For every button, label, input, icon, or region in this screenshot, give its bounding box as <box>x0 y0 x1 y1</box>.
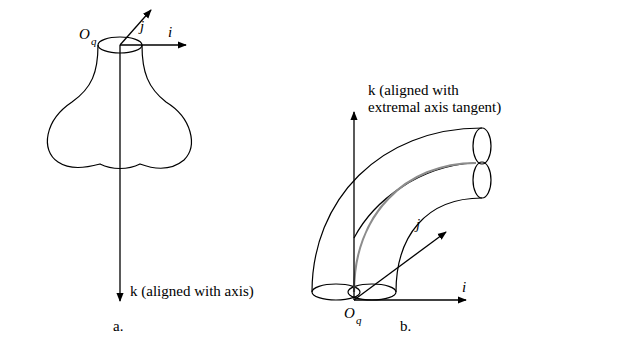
coordinate-axes <box>120 10 186 301</box>
axis-note: k (aligned with extremal axis tangent) <box>368 82 503 116</box>
axis-label: j <box>416 216 420 233</box>
origin-label: O <box>344 305 355 322</box>
figure-label: a. <box>113 318 123 335</box>
origin-subscript: q <box>356 314 362 326</box>
axis-label: i <box>462 279 466 296</box>
coordinate-axes <box>354 112 466 300</box>
origin-subscript: q <box>91 35 97 47</box>
axis-label: i <box>168 24 172 41</box>
axis-note: k (aligned with axis) <box>130 283 254 300</box>
bent-tube <box>312 128 491 300</box>
extremal-axis <box>354 163 476 292</box>
figure-label: b. <box>400 318 411 335</box>
axis-label: j <box>140 18 144 35</box>
origin-label: O <box>79 26 90 43</box>
